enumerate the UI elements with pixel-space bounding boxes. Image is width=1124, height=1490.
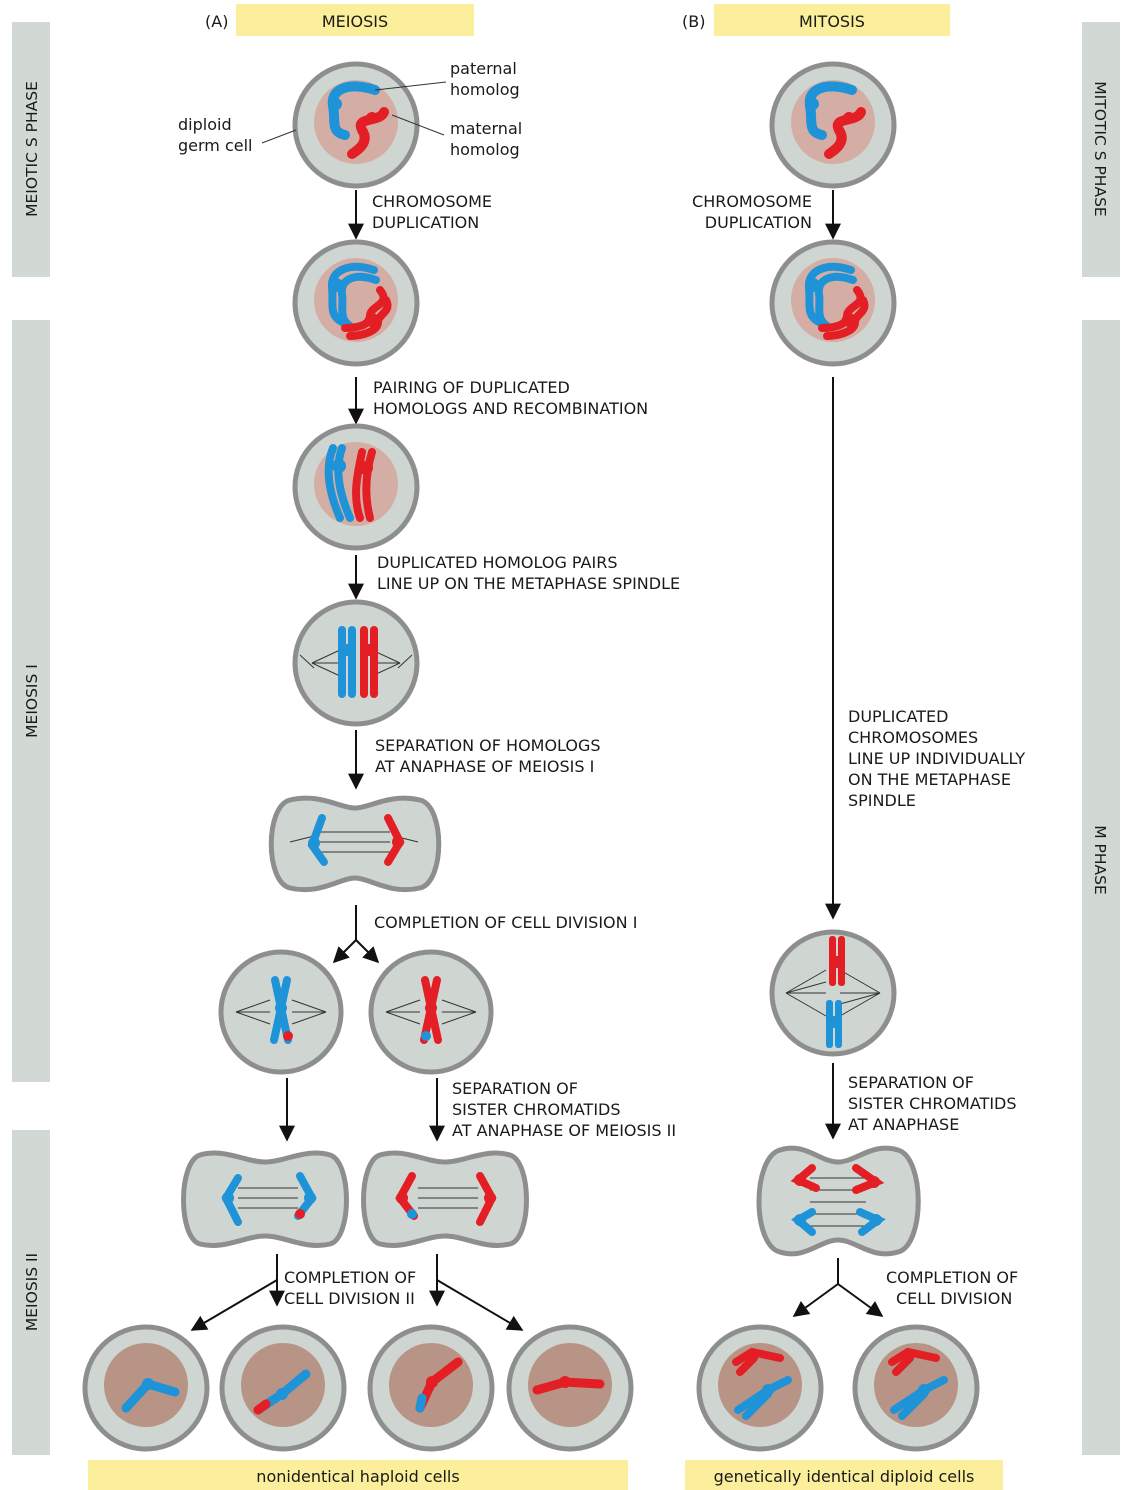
mitosis-step-duplication-1: CHROMOSOME (692, 192, 812, 211)
phase-bar-meiosis-2: MEIOSIS II (12, 1130, 50, 1455)
meiosis-step-lineup-2: LINE UP ON THE METAPHASE SPINDLE (377, 574, 680, 593)
phase-bar-meiotic-s: MEIOTIC S PHASE (12, 22, 50, 277)
diploid-daughter-cell-left (696, 1324, 824, 1452)
meiosis-metaphase-2-cell-left (218, 949, 344, 1075)
mitosis-step-separation-3: AT ANAPHASE (848, 1115, 959, 1134)
mitosis-step-lineup-1: DUPLICATED (848, 707, 948, 726)
mitosis-step-division-2: CELL DIVISION (896, 1289, 1012, 1308)
meiosis-germ-cell (292, 61, 420, 189)
meiosis-step-lineup-1: DUPLICATED HOMOLOG PAIRS (377, 553, 617, 572)
svg-text:MEIOSIS: MEIOSIS (322, 12, 388, 31)
svg-text:MEIOTIC S PHASE: MEIOTIC S PHASE (23, 81, 41, 217)
meiosis-anaphase-2-cell-left (181, 1150, 349, 1248)
svg-text:homolog: homolog (450, 140, 520, 159)
meiosis-step-pairing-2: HOMOLOGS AND RECOMBINATION (373, 399, 648, 418)
label-diploid-germ-cell: diploid germ cell (178, 115, 297, 155)
svg-text:MITOSIS: MITOSIS (799, 12, 865, 31)
meiosis-step-separation1-2: AT ANAPHASE OF MEIOSIS I (375, 757, 594, 776)
svg-text:paternal: paternal (450, 59, 517, 78)
svg-text:M PHASE: M PHASE (1091, 825, 1109, 895)
mitosis-step-duplication-2: DUPLICATION (705, 213, 812, 232)
haploid-cell-3 (367, 1324, 495, 1452)
phase-bar-meiosis-1: MEIOSIS I (12, 320, 50, 1082)
meiosis-metaphase-2-cell-right (368, 949, 494, 1075)
meiosis-anaphase-2-cell-right (361, 1150, 529, 1248)
footer-meiosis: nonidentical haploid cells (88, 1460, 628, 1490)
svg-text:MEIOSIS I: MEIOSIS I (23, 664, 41, 738)
svg-text:(A): (A) (205, 12, 228, 31)
svg-text:germ cell: germ cell (178, 136, 253, 155)
mitosis-step-division-1: COMPLETION OF (886, 1268, 1018, 1287)
svg-text:(B): (B) (682, 12, 705, 31)
mitosis-step-lineup-5: SPINDLE (848, 791, 916, 810)
phase-bar-m-phase: M PHASE (1082, 320, 1120, 1455)
meiosis-step-division2-2: CELL DIVISION II (284, 1289, 415, 1308)
mitosis-step-separation-2: SISTER CHROMATIDS (848, 1094, 1017, 1113)
diploid-daughter-cell-right (852, 1324, 980, 1452)
svg-text:maternal: maternal (450, 119, 522, 138)
phase-bar-mitotic-s: MITOTIC S PHASE (1082, 22, 1120, 277)
meiosis-step-separation2-2: SISTER CHROMATIDS (452, 1100, 621, 1119)
svg-text:genetically identical diploid: genetically identical diploid cells (714, 1467, 975, 1486)
meiosis-metaphase-1-cell (292, 599, 420, 727)
svg-text:MITOTIC S PHASE: MITOTIC S PHASE (1091, 81, 1109, 216)
footer-mitosis: genetically identical diploid cells (685, 1460, 1003, 1490)
meiosis-duplicated-cell (292, 239, 420, 367)
meiosis-anaphase-1-cell (268, 795, 442, 893)
meiosis-step-division2-1: COMPLETION OF (284, 1268, 416, 1287)
mitosis-step-lineup-3: LINE UP INDIVIDUALLY (848, 749, 1025, 768)
meiosis-pairing-cell (292, 423, 420, 551)
mitosis-step-separation-1: SEPARATION OF (848, 1073, 974, 1092)
svg-text:MEIOSIS II: MEIOSIS II (23, 1253, 41, 1331)
mitosis-step-lineup-4: ON THE METAPHASE (848, 770, 1011, 789)
haploid-cell-2 (219, 1324, 347, 1452)
meiosis-step-separation2-1: SEPARATION OF (452, 1079, 578, 1098)
meiosis-step-separation2-3: AT ANAPHASE OF MEIOSIS II (452, 1121, 676, 1140)
meiosis-step-pairing-1: PAIRING OF DUPLICATED (373, 378, 570, 397)
svg-text:nonidentical haploid cells: nonidentical haploid cells (256, 1467, 459, 1486)
mitosis-step-lineup-2: CHROMOSOMES (848, 728, 978, 747)
meiosis-step-separation1-1: SEPARATION OF HOMOLOGS (375, 736, 601, 755)
label-maternal-homolog: maternal homolog (391, 114, 522, 159)
svg-text:homolog: homolog (450, 80, 520, 99)
svg-text:diploid: diploid (178, 115, 232, 134)
haploid-cell-1 (82, 1324, 210, 1452)
mitosis-cell-1 (769, 61, 897, 189)
label-paternal-homolog: paternal homolog (374, 59, 520, 99)
haploid-cell-4 (506, 1324, 634, 1452)
header-meiosis: (A) MEIOSIS (205, 4, 474, 36)
mitosis-cell-2 (769, 239, 897, 367)
mitosis-anaphase-cell (756, 1145, 921, 1257)
meiosis-step-division1: COMPLETION OF CELL DIVISION I (374, 913, 637, 932)
meiosis-step-duplication-1: CHROMOSOME (372, 192, 492, 211)
mitosis-metaphase-cell (769, 929, 897, 1057)
header-mitosis: (B) MITOSIS (682, 4, 950, 36)
meiosis-step-duplication-2: DUPLICATION (372, 213, 479, 232)
